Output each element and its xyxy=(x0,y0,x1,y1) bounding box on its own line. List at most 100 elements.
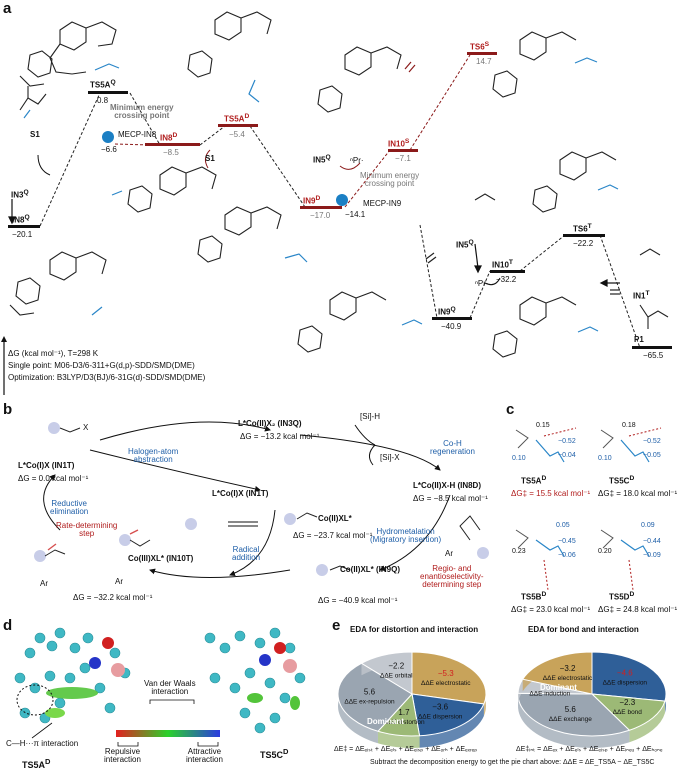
ts-card-1-q4: 0.10 xyxy=(512,455,526,462)
ts-card-3-dg: ΔG‡ = 23.0 kcal mol⁻¹ xyxy=(511,605,591,614)
pie-1-slice-1 xyxy=(411,693,485,737)
eda-title-2: EDA for bond and interaction xyxy=(528,625,639,634)
cycle-node-in1t-a-dg: ΔG = 0.0 kcal mol⁻¹ xyxy=(18,474,89,483)
pie-2-slice-4 xyxy=(521,651,593,695)
pie-1-value-0: −5.3 xyxy=(438,669,454,678)
pie-1-label-0: ΔΔE electrostatic xyxy=(421,680,471,687)
mecp1-name: MECP-IN8 xyxy=(118,130,157,139)
cycle-node-in3q: L*Co(II)X₂ (IN3Q) xyxy=(238,419,302,428)
ts-card-3-q4: 0.23 xyxy=(512,548,526,555)
pie-2-label-3: ΔΔE induction xyxy=(529,690,570,697)
label-ts6s: TS6S xyxy=(470,41,490,52)
eda-formula-2: ΔE‡ᵢₙₜ = ΔEₑₓ + ΔEₑₗₛ + ΔEₑᵢₛₚ + ΔEᵢₙₑᵤ … xyxy=(516,746,663,753)
label-p1: P1 xyxy=(634,335,644,344)
pie-1-slice-3 xyxy=(337,662,413,732)
catalytic-cycle-panel: X L*Co(I)X (IN1T) ΔG = 0.0 kcal mol⁻¹ L*… xyxy=(0,400,505,618)
cycle-node-radical-dg: ΔG = −23.7 kcal mol⁻¹ xyxy=(293,531,373,540)
nci-molecules xyxy=(14,627,306,747)
label-ts6t: TS6T xyxy=(573,223,592,234)
panel-label-d: d xyxy=(3,617,13,634)
pie-2-value-2: 5.6 xyxy=(565,705,577,714)
pie-1-slice-4 xyxy=(360,651,413,695)
label-in9d: IN9D xyxy=(303,195,321,206)
ts-card-2-q3: −0.05 xyxy=(643,452,661,459)
level-in8q xyxy=(8,225,40,228)
pie-1-slice-0 xyxy=(411,651,487,705)
species-npr: ⁿPr· xyxy=(350,156,364,165)
value-in9d: −17.0 xyxy=(310,211,331,220)
cycle-node-in3q-dg: ΔG = −13.2 kcal mol⁻¹ xyxy=(240,432,320,441)
eda-footnote: Subtract the decomposition energy to get… xyxy=(370,759,655,766)
level-p1 xyxy=(632,346,672,349)
pie-1-label-4: ΔΔE orbital xyxy=(380,672,413,679)
species-in5q2: IN5Q xyxy=(456,239,474,250)
label-ts5ad: TS5AD xyxy=(224,113,250,124)
ar-label-1: Ar xyxy=(40,579,48,588)
cycle-node-in10t-dg: ΔG = −32.2 kcal mol⁻¹ xyxy=(73,593,153,602)
cycle-node-in8d-dg: ΔG = −8.5 kcal mol⁻¹ xyxy=(413,494,488,503)
ts-card-4-dg: ΔG‡ = 24.8 kcal mol⁻¹ xyxy=(598,605,678,614)
ts-card-1-q3: −0.04 xyxy=(558,452,576,459)
ts-card-4-q1: 0.09 xyxy=(641,522,655,529)
pie-1-label-2: ΔΔE distortion xyxy=(383,719,425,726)
panel-label-e: e xyxy=(332,617,341,634)
pie-2-label-1: ΔΔE bond xyxy=(613,709,643,716)
pie-1-value-1: −3.6 xyxy=(432,702,448,711)
ts-card-4-q4: 0.20 xyxy=(598,548,612,555)
pie-1-slice-side-1 xyxy=(419,703,484,748)
species-s1b: S1 xyxy=(205,154,215,163)
value-in10s: −7.1 xyxy=(395,154,411,163)
legend-conditions: ΔG (kcal mol⁻¹), T=298 K xyxy=(8,349,99,358)
ts-card-1-q2: −0.52 xyxy=(558,438,576,445)
pie-1-label-3: ΔΔE ex-repulsion xyxy=(344,698,395,705)
panel-label-b: b xyxy=(3,401,13,418)
level-ts5aq xyxy=(88,91,128,94)
value-ts6s: 14.7 xyxy=(476,57,492,66)
label-in10t: IN10T xyxy=(492,259,513,270)
ts-card-2-name: TS5CD xyxy=(609,475,635,486)
panel-label-c: c xyxy=(506,401,515,418)
pie-2-slice-side-1 xyxy=(629,701,665,743)
ts-card-1-q1: 0.15 xyxy=(536,422,550,429)
cycle-node-in10t: Co(III)XL* (IN10T) xyxy=(128,554,194,563)
energy-profile-panel: IN8Q −20.1 TS5AQ 0.8 IN8D −8.5 TS5AD −5.… xyxy=(1,11,672,395)
cycle-node-in9q: Co(II)XL* (IN9Q) xyxy=(340,565,400,574)
species-in3q: IN3Q xyxy=(11,189,29,200)
nci-right-name: TS5CD xyxy=(260,747,289,760)
level-in10t xyxy=(490,270,525,273)
level-in10s xyxy=(388,149,418,152)
label-in8q: IN8Q xyxy=(12,214,30,225)
pie-1-value-2: 1.7 xyxy=(398,708,410,717)
eda-title-1: EDA for distortion and interaction xyxy=(350,625,479,634)
ts-card-3-q3: −0.06 xyxy=(558,552,576,559)
pie-2-value-0: −4.6 xyxy=(617,668,633,677)
cycle-x-label: X xyxy=(83,423,89,432)
species-in1t: IN1T xyxy=(633,290,650,301)
ch-pi-label: C—H···π interaction xyxy=(6,739,79,748)
ts-card-3-q2: −0.45 xyxy=(558,538,576,545)
species-s1a: S1 xyxy=(30,130,40,139)
step-hydrometalation: Hydrometalation(Migratory insertion) xyxy=(370,527,442,544)
energy-profile-connectors xyxy=(1,11,669,395)
ts-charges-panel: TS5AD ΔG‡ = 15.5 kcal mol⁻¹ 0.15 −0.52 −… xyxy=(506,400,684,618)
cycle-node-in9q-dg: ΔG = −40.9 kcal mol⁻¹ xyxy=(318,596,398,605)
mecp2-value: −14.1 xyxy=(345,210,366,219)
value-in9q: −40.9 xyxy=(441,322,462,331)
level-in9d xyxy=(300,206,342,209)
pie-2-slice-1 xyxy=(590,693,666,731)
pie-1-dominant-label: Dominant xyxy=(367,717,404,726)
ts-card-3-name: TS5BD xyxy=(521,591,547,602)
ts-card-4-q3: −0.09 xyxy=(643,552,661,559)
pie-1-value-3: 5.6 xyxy=(364,687,376,696)
label-in8d: IN8D xyxy=(160,132,178,143)
value-p1: −65.5 xyxy=(643,351,664,360)
value-in10t: −32.2 xyxy=(496,275,517,284)
